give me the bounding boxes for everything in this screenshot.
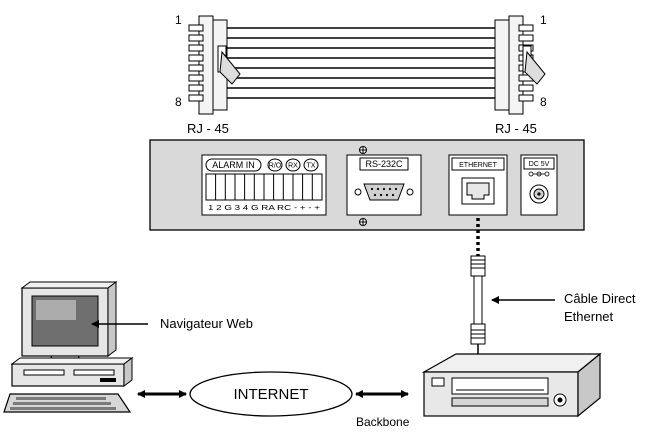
rs232-port: RS-232C	[346, 154, 422, 216]
computer-icon	[3, 281, 134, 413]
ro-label: R/O	[269, 163, 282, 170]
rj45-connector-left	[188, 15, 241, 115]
internet-cloud	[189, 371, 353, 417]
ethernet-port: ETHERNET	[448, 154, 508, 216]
backbone-label: Backbone	[356, 415, 410, 429]
alarm-terminal-block: ALARM IN R/O RX TX 1 2 G 3	[201, 154, 327, 216]
device-rear-panel: ALARM IN R/O RX TX 1 2 G 3	[149, 139, 585, 231]
pin-8-left: 8	[175, 95, 182, 109]
ethernet-label: ETHERNET	[459, 162, 497, 169]
screw-icon	[359, 218, 367, 226]
tx-label: TX	[307, 163, 316, 170]
rx-label: RX	[288, 163, 298, 170]
rj45-cable: 1 8 1 8 RJ - 45 RJ - 45	[175, 13, 547, 136]
alarm-in-label: ALARM IN	[212, 160, 255, 170]
cable-label-line2: Ethernet	[564, 309, 614, 324]
rj45-label-right: RJ - 45	[495, 121, 537, 136]
dc-label: DC 5V	[529, 161, 550, 168]
cable-wires	[212, 27, 500, 99]
rj45-label-left: RJ - 45	[187, 121, 229, 136]
rs232-label: RS-232C	[365, 159, 403, 169]
network-switch-icon	[421, 352, 602, 418]
screw-icon	[359, 146, 367, 154]
pin-1-left: 1	[175, 13, 182, 27]
cable-label-line1: Câble Direct	[564, 291, 636, 306]
terminal-labels: 1 2 G 3 4 G RA RC - + - +	[208, 205, 320, 212]
ethernet-direct-cable	[470, 218, 486, 360]
rj45-connector-right	[494, 15, 546, 115]
polarity-icon	[528, 171, 550, 177]
browser-label: Navigateur Web	[160, 316, 253, 331]
pin-8-right: 8	[540, 95, 547, 109]
dc-power-jack: DC 5V	[520, 154, 558, 216]
pin-1-right: 1	[540, 13, 547, 27]
internet-label: INTERNET	[234, 386, 309, 403]
